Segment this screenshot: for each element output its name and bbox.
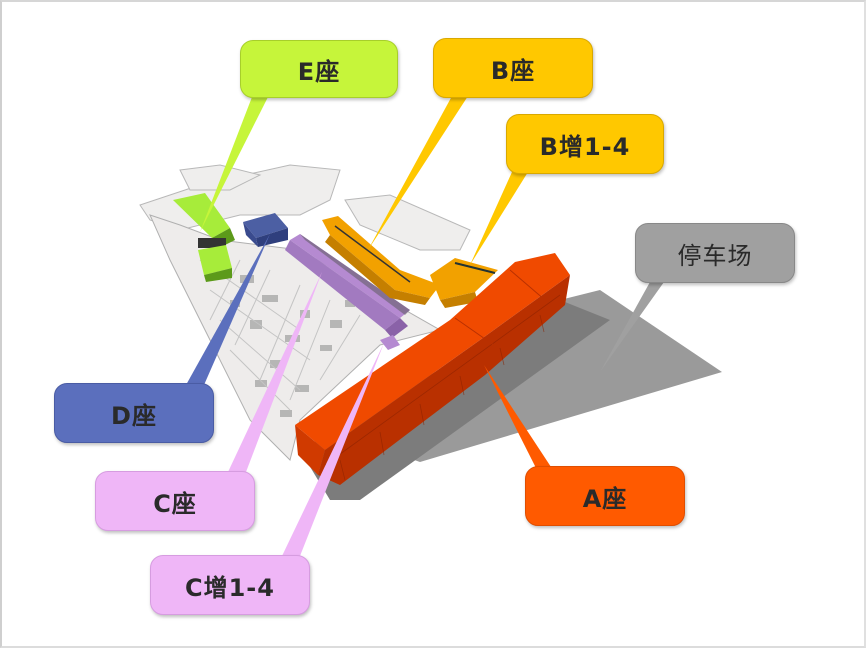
callout-b: B座 — [433, 38, 593, 98]
callout-c-add-pointer — [282, 343, 384, 556]
parking-lot-area — [400, 290, 722, 462]
callout-a: A座 — [525, 466, 685, 526]
callout-c: C座 — [95, 471, 255, 531]
callout-b-pointer — [368, 96, 468, 250]
building-d — [243, 213, 288, 247]
callout-b-addition: B增1-4 — [506, 114, 664, 174]
callout-d: D座 — [54, 383, 214, 443]
building-c — [285, 234, 410, 338]
building-b — [322, 216, 440, 305]
callout-b-add-pointer — [470, 172, 528, 265]
callout-d-pointer — [186, 234, 270, 385]
building-e — [173, 193, 235, 282]
building-c-addition — [380, 335, 400, 350]
callout-e: E座 — [240, 40, 398, 98]
callout-a-pointer — [484, 365, 553, 470]
callout-parking: 停车场 — [635, 223, 795, 283]
callout-c-addition: C增1-4 — [150, 555, 310, 615]
callout-parking-pointer — [600, 282, 664, 372]
callout-e-pointer — [200, 97, 268, 232]
callout-c-pointer — [228, 272, 322, 472]
building-a — [295, 253, 570, 485]
building-b-addition — [430, 258, 498, 308]
